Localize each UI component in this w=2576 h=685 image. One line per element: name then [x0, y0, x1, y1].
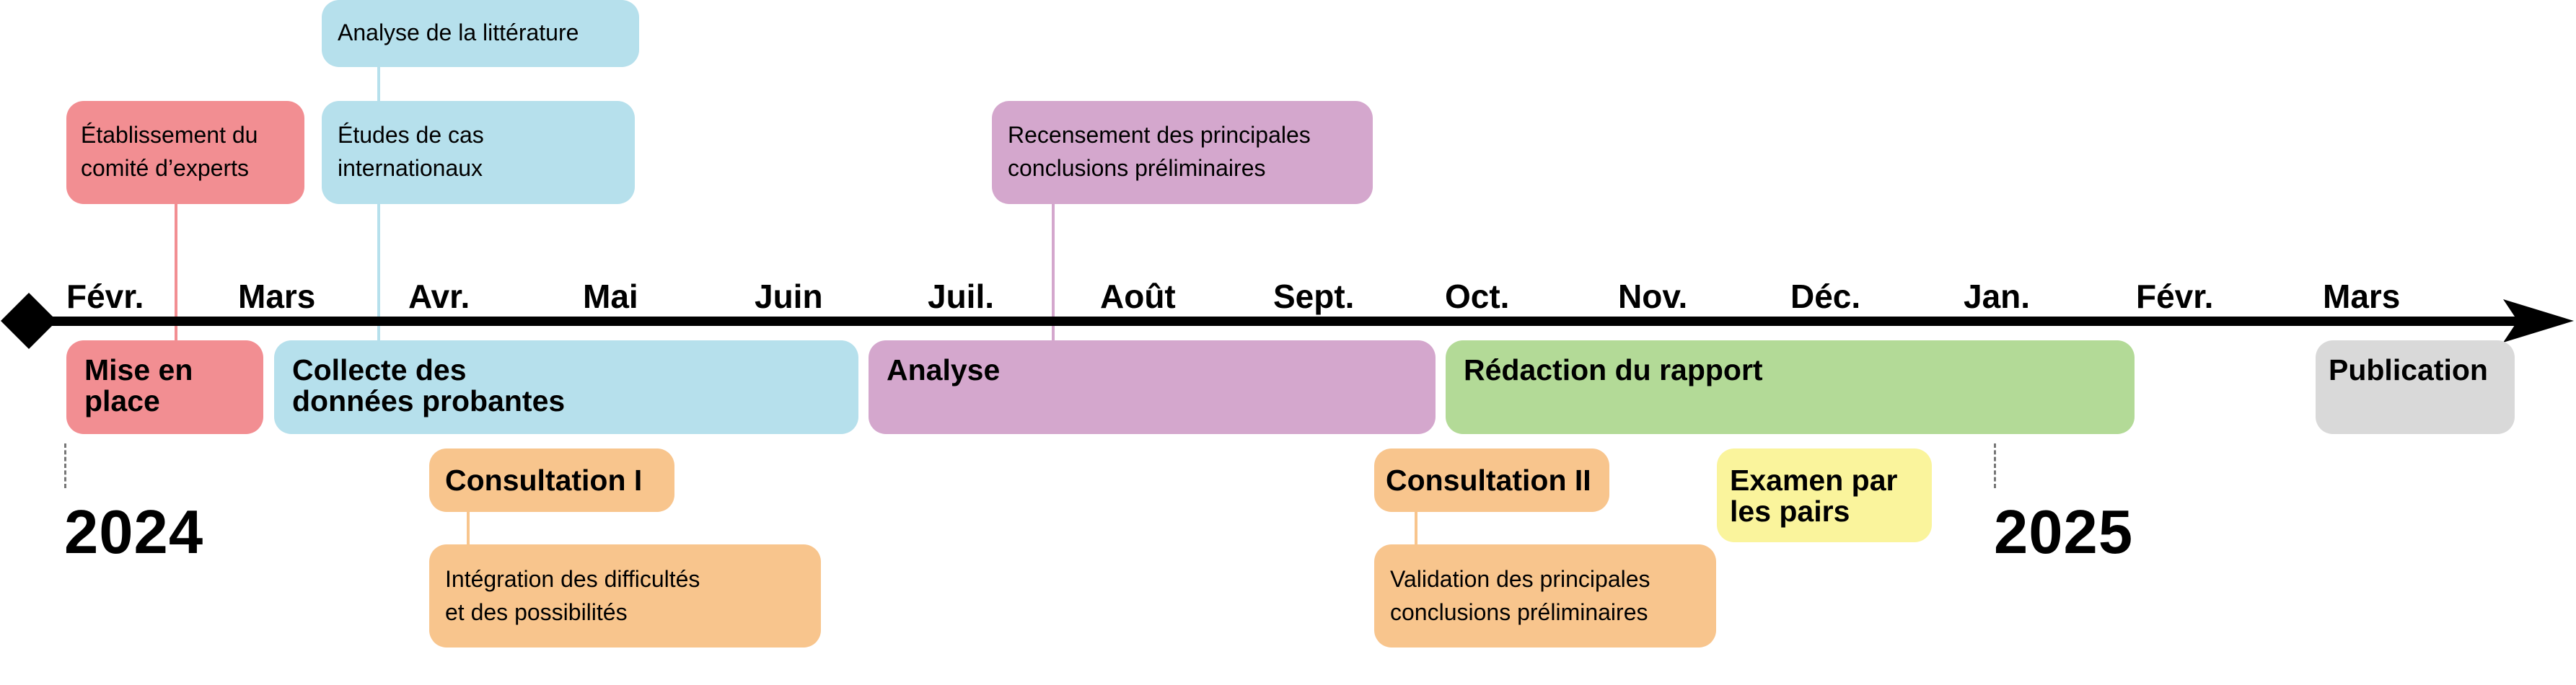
- box-consultation-2: Consultation II: [1374, 448, 1609, 512]
- year-2024: 2024: [64, 498, 204, 567]
- month-label: Févr.: [66, 278, 144, 315]
- box-peer-review: Examen par les pairs: [1717, 448, 1932, 542]
- phase-report-writing: Rédaction du rapport: [1446, 340, 2135, 434]
- phase-report-writing-label: Rédaction du rapport: [1464, 353, 1763, 386]
- phase-analysis: Analyse: [869, 340, 1436, 434]
- box-validation: Validation des principales conclusions p…: [1374, 544, 1716, 648]
- box-experts-committee-label: Établissement du comité d’experts: [81, 122, 258, 182]
- timeline-axis: [1, 293, 2574, 349]
- connector-experts: [175, 202, 177, 346]
- year-2025: 2025: [1994, 498, 2134, 567]
- box-preliminary-findings: Recensement des principales conclusions …: [992, 101, 1373, 204]
- box-preliminary-findings-label: Recensement des principales conclusions …: [1008, 122, 1311, 182]
- connector-consultation2: [1415, 508, 1417, 548]
- month-label: Déc.: [1790, 278, 1861, 315]
- year-marker-2024: [64, 443, 66, 488]
- timeline-arrowhead: [2503, 299, 2574, 342]
- box-peer-review-label: Examen par les pairs: [1730, 464, 1898, 529]
- box-consultation-1-label: Consultation I: [445, 464, 643, 497]
- box-literature-review: Analyse de la littérature: [322, 0, 639, 67]
- connector-consultation1: [467, 508, 470, 548]
- month-label: Juil.: [928, 278, 995, 315]
- month-label: Sept.: [1273, 278, 1355, 315]
- month-label: Juin: [755, 278, 823, 315]
- box-consultation-1: Consultation I: [429, 448, 674, 512]
- month-label: Jan.: [1964, 278, 2031, 315]
- box-literature-review-label: Analyse de la littérature: [338, 19, 579, 45]
- phase-publication: Publication: [2316, 340, 2515, 434]
- month-label: Oct.: [1445, 278, 1510, 315]
- box-case-studies-label: Études de cas internationaux: [338, 122, 484, 182]
- box-case-studies: Études de cas internationaux: [322, 101, 635, 204]
- box-consultation-2-label: Consultation II: [1386, 464, 1591, 497]
- month-label: Mai: [583, 278, 638, 315]
- phase-evidence-collection-label: Collecte des données probantes: [292, 353, 566, 418]
- month-label: Févr.: [2136, 278, 2214, 315]
- month-label: Nov.: [1618, 278, 1688, 315]
- month-label: Mars: [2323, 278, 2401, 315]
- phase-analysis-label: Analyse: [887, 353, 1001, 386]
- month-label: Mars: [238, 278, 316, 315]
- phase-publication-label: Publication: [2329, 353, 2488, 386]
- month-label: Août: [1100, 278, 1176, 315]
- connector-findings: [1052, 202, 1055, 346]
- phase-setup-label: Mise en place: [84, 353, 193, 418]
- timeline-start-diamond: [1, 293, 57, 349]
- box-integration-label: Intégration des difficultés et des possi…: [445, 566, 700, 626]
- box-integration: Intégration des difficultés et des possi…: [429, 544, 821, 648]
- phase-setup: Mise en place: [66, 340, 263, 434]
- box-validation-label: Validation des principales conclusions p…: [1390, 566, 1650, 626]
- month-label: Avr.: [408, 278, 470, 315]
- connector-literature: [377, 65, 380, 346]
- phase-evidence-collection: Collecte des données probantes: [274, 340, 858, 434]
- box-experts-committee: Établissement du comité d’experts: [66, 101, 304, 204]
- timeline-line: [29, 317, 2518, 326]
- year-marker-2025: [1994, 443, 1996, 488]
